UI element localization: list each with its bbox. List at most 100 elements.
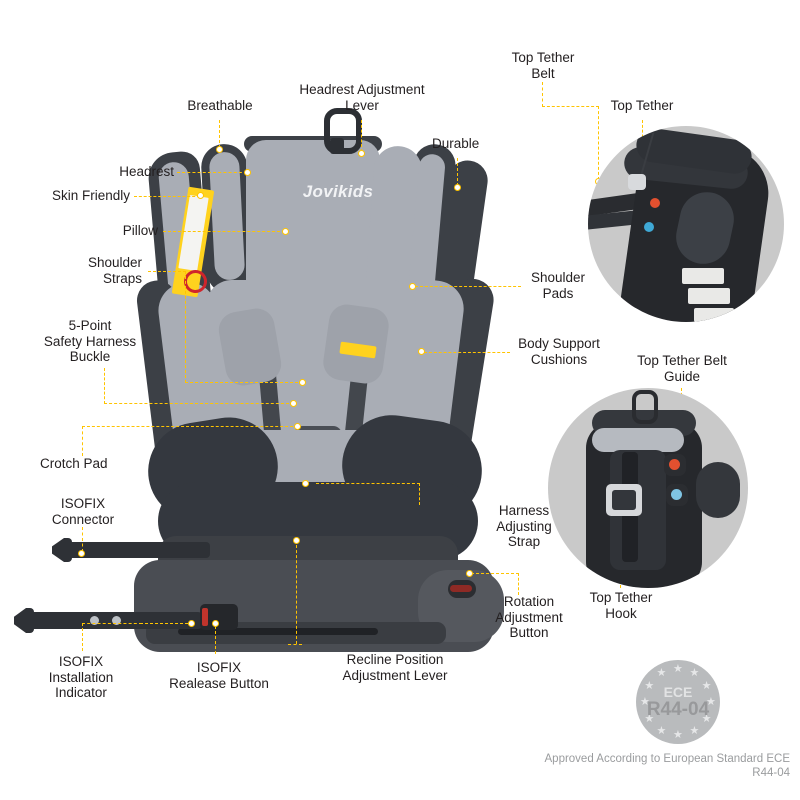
dot-headrest-lever (358, 150, 365, 157)
ece-star-icon: ★ (673, 663, 683, 675)
dot-durable (454, 184, 461, 191)
ece-star-icon: ★ (673, 729, 683, 741)
ece-star-icon: ★ (689, 724, 700, 737)
leader-tether-belt-h (542, 106, 599, 107)
isofix-connector-upper (52, 538, 72, 562)
label-isofix-release-button: ISOFIX Realease Button (169, 660, 269, 691)
label-body-support-cushions: Body Support Cushions (518, 336, 600, 367)
ece-approval-caption: Approved According to European Standard … (544, 753, 791, 779)
leader-buckle-horiz (104, 403, 294, 404)
ece-badge-ece-label: ECE (663, 684, 693, 700)
leader-tether-belt-v2 (598, 106, 599, 180)
leader-crotch-pad-v (82, 426, 83, 456)
label-isofix-installation-indicator: ISOFIX Installation Indicator (48, 654, 114, 700)
label-shoulder-straps: Shoulder Straps (87, 255, 142, 286)
dot-isofix-release (212, 620, 219, 627)
leader-rotation-v (518, 573, 519, 595)
leader-recline-h (288, 644, 302, 645)
leader-shoulder-pads (415, 286, 521, 287)
label-pillow: Pillow (122, 223, 158, 238)
brand-logo: Jovikids (302, 182, 374, 201)
leader-shoulder-straps-top (148, 271, 186, 272)
leader-breathable (219, 120, 220, 148)
label-harness-adjusting-strap: Harness Adjusting Strap (496, 503, 552, 549)
tether-indicator-red (650, 198, 660, 208)
isofix-indicator-2 (112, 616, 121, 625)
label-crotch-pad: Crotch Pad (40, 456, 108, 471)
top-tether-belt-guide-loop (632, 390, 658, 424)
leader-harness-strap-h (316, 483, 420, 484)
isofix-indicator-1 (90, 616, 99, 625)
inset-top-tether (588, 126, 784, 322)
tether-indicator-blue (644, 222, 654, 232)
dot-buckle (290, 400, 297, 407)
label-top-tether-hook: Top Tether Hook (589, 590, 653, 621)
dot-crotch-pad (294, 423, 301, 430)
leader-isofix-connector (82, 527, 83, 552)
label-recline-position-adjustment-lever: Recline Position Adjustment Lever (342, 652, 448, 683)
ece-badge-code: R44-04 (646, 699, 710, 720)
inset-tether-hook (548, 388, 748, 588)
leader-shoulder-straps-vert (185, 271, 186, 383)
rotation-disc (696, 462, 740, 518)
dot-recline (293, 537, 300, 544)
dot-isofix-connector (78, 550, 85, 557)
guide-button-blue (671, 489, 682, 500)
recline-lever-slot (178, 628, 378, 635)
ece-star-icon: ★ (689, 667, 700, 680)
headrest-adjustment-lever-stem (330, 138, 344, 154)
isofix-connector-lower (14, 608, 34, 633)
top-tether-hook-inner (612, 490, 636, 510)
dot-shoulder-straps (299, 379, 306, 386)
rear-headrest-gray-pad (592, 428, 684, 452)
leader-isofix-release-v (215, 626, 216, 654)
ece-star-icon: ★ (644, 712, 655, 725)
dot-skin-friendly (197, 192, 204, 199)
leader-skin-friendly (134, 196, 200, 197)
dot-harness-strap (302, 480, 309, 487)
label-top-tether: Top Tether (610, 98, 674, 113)
leader-shoulder-straps-bot (185, 382, 303, 383)
leader-tether-belt-v1 (542, 82, 543, 107)
leader-durable (457, 158, 458, 186)
guide-button-red (669, 459, 680, 470)
leader-harness-strap-v (419, 483, 420, 505)
ece-star-icon: ★ (656, 724, 667, 737)
ece-star-icon: ★ (656, 667, 667, 680)
ece-badge-text: ECE R44-04 (636, 684, 720, 720)
label-top-tether-belt-guide: Top Tether Belt Guide (637, 353, 727, 384)
ece-star-icon: ★ (701, 712, 712, 725)
label-shoulder-pads: Shoulder Pads (530, 270, 586, 301)
leader-crotch-pad-h (82, 426, 298, 427)
ece-badge (636, 660, 720, 744)
dot-pillow (282, 228, 289, 235)
leader-isofix-indicator-v (82, 623, 83, 651)
leader-rotation-h (471, 573, 519, 574)
seat-back-label-2 (688, 288, 730, 304)
seat-back-label-1 (682, 268, 724, 284)
ece-star-icon: ★ (706, 696, 716, 708)
isofix-arm-upper (60, 542, 210, 558)
label-5-point-harness-buckle: 5-Point Safety Harness Buckle (43, 318, 137, 364)
leader-body-support (424, 352, 510, 353)
label-headrest-adjustment-lever: Headrest Adjustment Lever (299, 82, 425, 113)
dot-body-support (418, 348, 425, 355)
label-rotation-adjustment-button: Rotation Adjustment Button (495, 594, 563, 640)
car-seat-photo: Jovikids (14, 108, 518, 660)
label-durable: Durable (432, 136, 480, 151)
leader-pillow (163, 231, 285, 232)
label-isofix-connector: ISOFIX Connector (51, 496, 115, 527)
dot-isofix-indicator (188, 620, 195, 627)
dot-breathable (216, 146, 223, 153)
ece-star-icon: ★ (644, 679, 655, 692)
leader-isofix-indicator-h (82, 623, 142, 624)
label-breathable: Breathable (187, 98, 253, 113)
ece-star-icon: ★ (701, 679, 712, 692)
leader-headrest (177, 172, 247, 173)
label-headrest: Headrest (119, 164, 174, 179)
isofix-release-indicator (202, 608, 208, 626)
dot-headrest (244, 169, 251, 176)
dot-shoulder-pads (409, 283, 416, 290)
ece-star-icon: ★ (640, 696, 650, 708)
label-skin-friendly: Skin Friendly (51, 188, 130, 203)
